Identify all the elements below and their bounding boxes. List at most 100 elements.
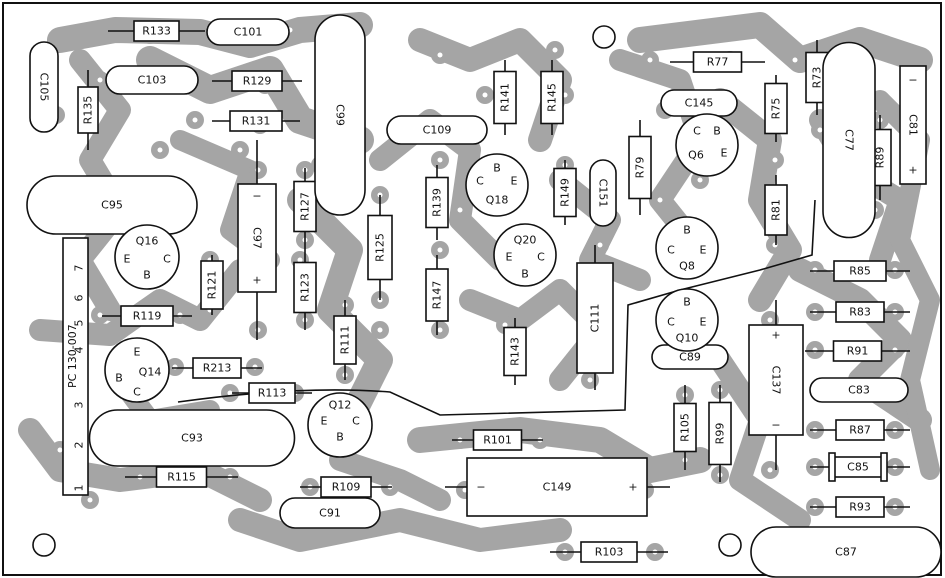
resistor-body: [764, 82, 788, 135]
pin-label-c: C: [163, 253, 171, 266]
jumper-wire: [177, 199, 816, 416]
component-label: C89: [679, 351, 701, 364]
component-label: C105: [38, 73, 51, 102]
component-label: C93: [181, 432, 203, 445]
component-label: R93: [849, 501, 871, 514]
resistor-body: [320, 476, 372, 498]
component-label: R115: [167, 471, 196, 484]
capacitor-c93: C93: [88, 409, 296, 467]
resistor-body: [553, 167, 577, 218]
resistor-body: [231, 70, 283, 92]
drill-hole: [227, 390, 233, 396]
component-label: R85: [849, 265, 871, 278]
resistor-body: [248, 382, 296, 404]
pin-number: 5: [73, 320, 86, 327]
component-label: C101: [234, 26, 263, 39]
component-label: R133: [142, 25, 171, 38]
resistor-r125: R125: [367, 195, 393, 300]
capacitor-body: [88, 409, 296, 467]
drill-hole: [437, 247, 443, 253]
resistor-body: [155, 466, 208, 488]
component-label: R113: [258, 387, 287, 400]
component-label: C111: [589, 304, 602, 333]
resistor-body: [493, 70, 517, 125]
pin-label-b: B: [493, 162, 501, 175]
pin-label-e: E: [124, 253, 131, 266]
transistor-body: [307, 392, 373, 458]
pin-number: 6: [73, 295, 86, 302]
resistor-r109: R109: [300, 476, 392, 498]
component-label: C145: [685, 97, 714, 110]
component-label: Q10: [676, 332, 699, 345]
resistor-body: [708, 401, 732, 466]
copper-trace: [329, 449, 451, 511]
drill-hole: [87, 497, 93, 503]
resistor-r87: R87: [810, 419, 910, 441]
capacitor-body: [105, 65, 199, 95]
drill-hole: [697, 177, 703, 183]
capacitor-body: [237, 183, 277, 293]
resistor-body: [229, 110, 283, 132]
resistor-r81: R81: [764, 175, 788, 245]
component-label: Q14: [139, 366, 162, 379]
resistor-body: [472, 429, 523, 451]
capacitor-body: [589, 159, 617, 227]
resistor-body: [673, 402, 697, 453]
resistor-body: [425, 176, 449, 229]
resistor-body: [628, 135, 652, 200]
pin-label-b: B: [683, 296, 691, 309]
capacitor-c91: C91: [279, 497, 381, 529]
end-cap: [828, 452, 836, 482]
capacitor-c109: C109: [386, 115, 488, 145]
component-label: C81: [907, 114, 920, 136]
pin-label-e: E: [321, 415, 328, 428]
capacitor-body: [899, 65, 927, 185]
capacitor-body: [206, 18, 290, 46]
transistor-body: [104, 337, 170, 403]
pin-number: 7: [73, 265, 86, 272]
transistor-body: [493, 223, 557, 287]
resistor-body: [367, 214, 393, 281]
mounting-hole: [718, 533, 742, 557]
pin-label-c: C: [693, 125, 701, 138]
pin-number: 2: [73, 442, 86, 449]
plus-sign: +: [771, 329, 780, 342]
component-label: R83: [849, 306, 871, 319]
drill-hole: [297, 257, 303, 263]
resistor-body: [540, 70, 564, 125]
resistor-r101: R101: [452, 429, 543, 451]
resistor-r85: R85: [810, 260, 910, 282]
drill-hole: [97, 77, 103, 83]
resistor-r115: R115: [125, 466, 238, 488]
capacitor-body: [279, 497, 381, 529]
copper-trace: [18, 418, 272, 512]
component-label: R147: [431, 281, 444, 310]
resistor-r123: R123: [293, 245, 317, 330]
resistor-r77: R77: [670, 51, 765, 73]
resistor-body: [293, 180, 317, 233]
pin-label-e: E: [506, 251, 513, 264]
transistor-body: [655, 216, 719, 280]
pin-label-b: B: [143, 269, 151, 282]
mounting-hole: [32, 533, 56, 557]
component-label: C77: [843, 129, 856, 151]
component-label: Q18: [486, 194, 509, 207]
capacitor-body: [314, 14, 366, 216]
capacitor-c101: C101: [206, 18, 290, 46]
capacitor-c85: C85: [810, 452, 910, 482]
component-label: R77: [707, 56, 729, 69]
component-label: C85: [847, 461, 869, 474]
pin-label-e: E: [511, 175, 518, 188]
resistor-body: [580, 541, 638, 563]
pin-label-c: C: [537, 251, 545, 264]
drill-hole: [552, 47, 558, 53]
component-label: R79: [634, 157, 647, 179]
resistor-r75: R75: [764, 75, 788, 142]
component-label: R135: [82, 96, 95, 125]
